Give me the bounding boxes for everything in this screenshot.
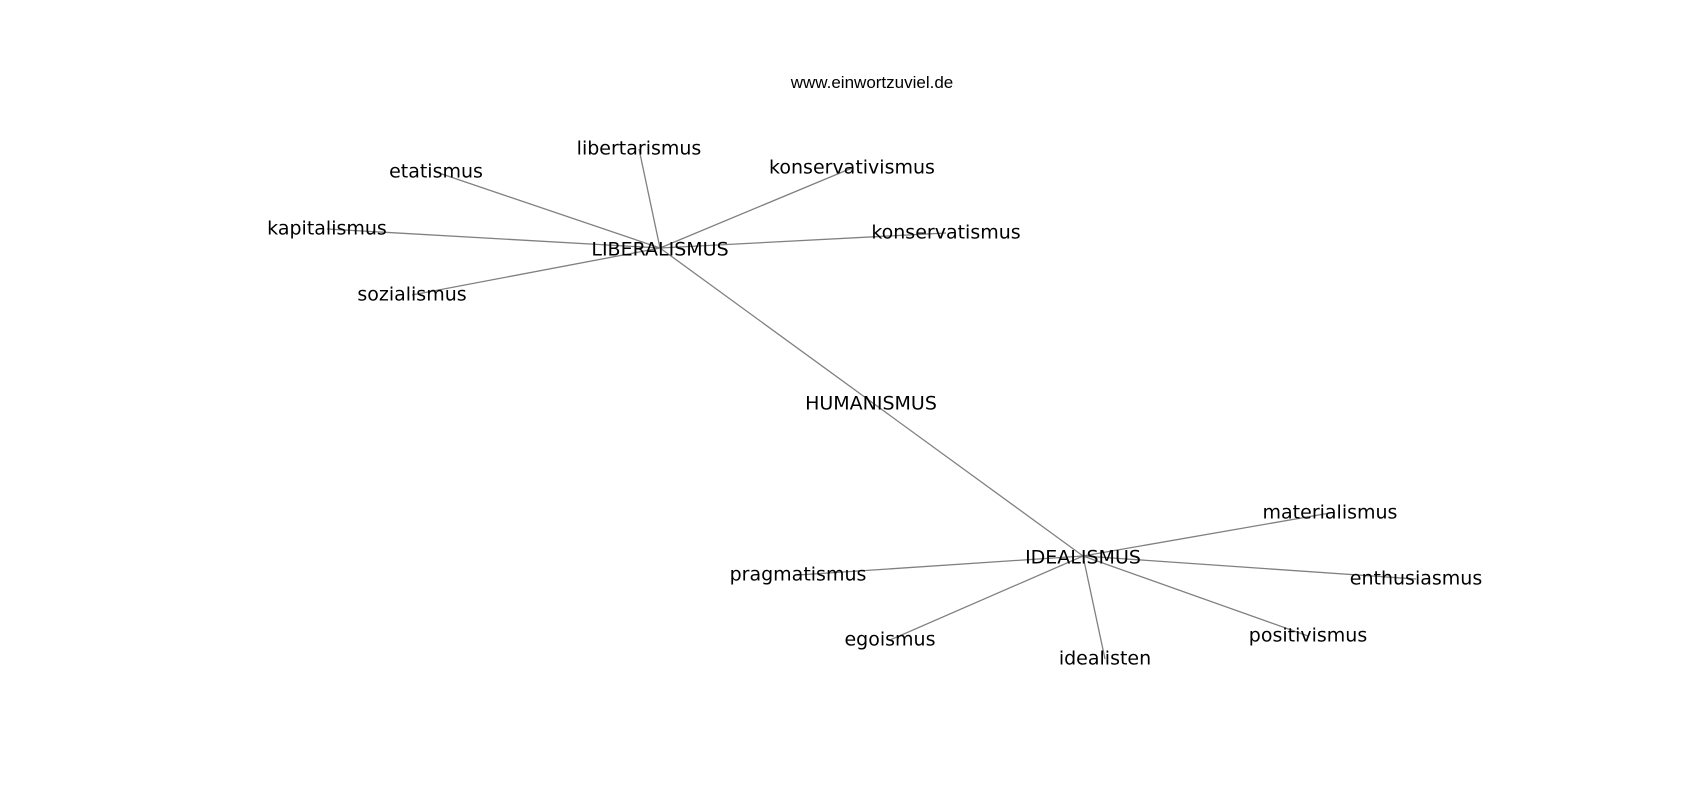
node-sozialismus: sozialismus [357,284,466,306]
edge-layer [326,148,1417,660]
node-idealismus: IDEALISMUS [1025,547,1141,569]
node-positivismus: positivismus [1249,625,1367,647]
edge-idealismus-positivismus [1082,555,1309,637]
node-liberalismus: LIBERALISMUS [591,239,728,261]
edge-idealismus-idealisten [1082,555,1106,660]
node-materialismus: materialismus [1263,502,1398,524]
node-pragmatismus: pragmatismus [730,564,867,586]
node-enthusiasmus: enthusiasmus [1350,568,1482,590]
edge-liberalismus-libertarismus [638,148,661,249]
node-konservativismus: konservativismus [769,157,935,179]
edge-idealismus-materialismus [1082,512,1331,557]
edge-liberalismus-etatismus [435,171,661,249]
node-etatismus: etatismus [389,161,483,183]
edge-liberalismus-konservatismus [659,232,947,249]
node-kapitalismus: kapitalismus [267,218,387,240]
node-layer: HUMANISMUS LIBERALISMUS IDEALISMUS libertar… [267,138,1482,670]
node-konservatismus: konservatismus [871,222,1020,244]
edge-liberalismus-sozialismus [411,247,661,296]
node-egoismus: egoismus [844,629,935,651]
node-idealisten: idealisten [1059,648,1151,670]
edge-liberalismus-kapitalismus [326,228,661,249]
node-libertarismus: libertarismus [577,138,702,160]
edge-idealismus-egoismus [889,555,1084,641]
site-watermark: www.einwortzuviel.de [790,73,954,92]
edge-liberalismus-konservativismus [659,167,853,249]
edge-idealismus-enthusiasmus [1082,555,1417,580]
node-humanismus: HUMANISMUS [805,393,937,415]
edge-idealismus-pragmatismus [797,555,1084,576]
edge-liberalismus-idealismus [659,247,1084,557]
